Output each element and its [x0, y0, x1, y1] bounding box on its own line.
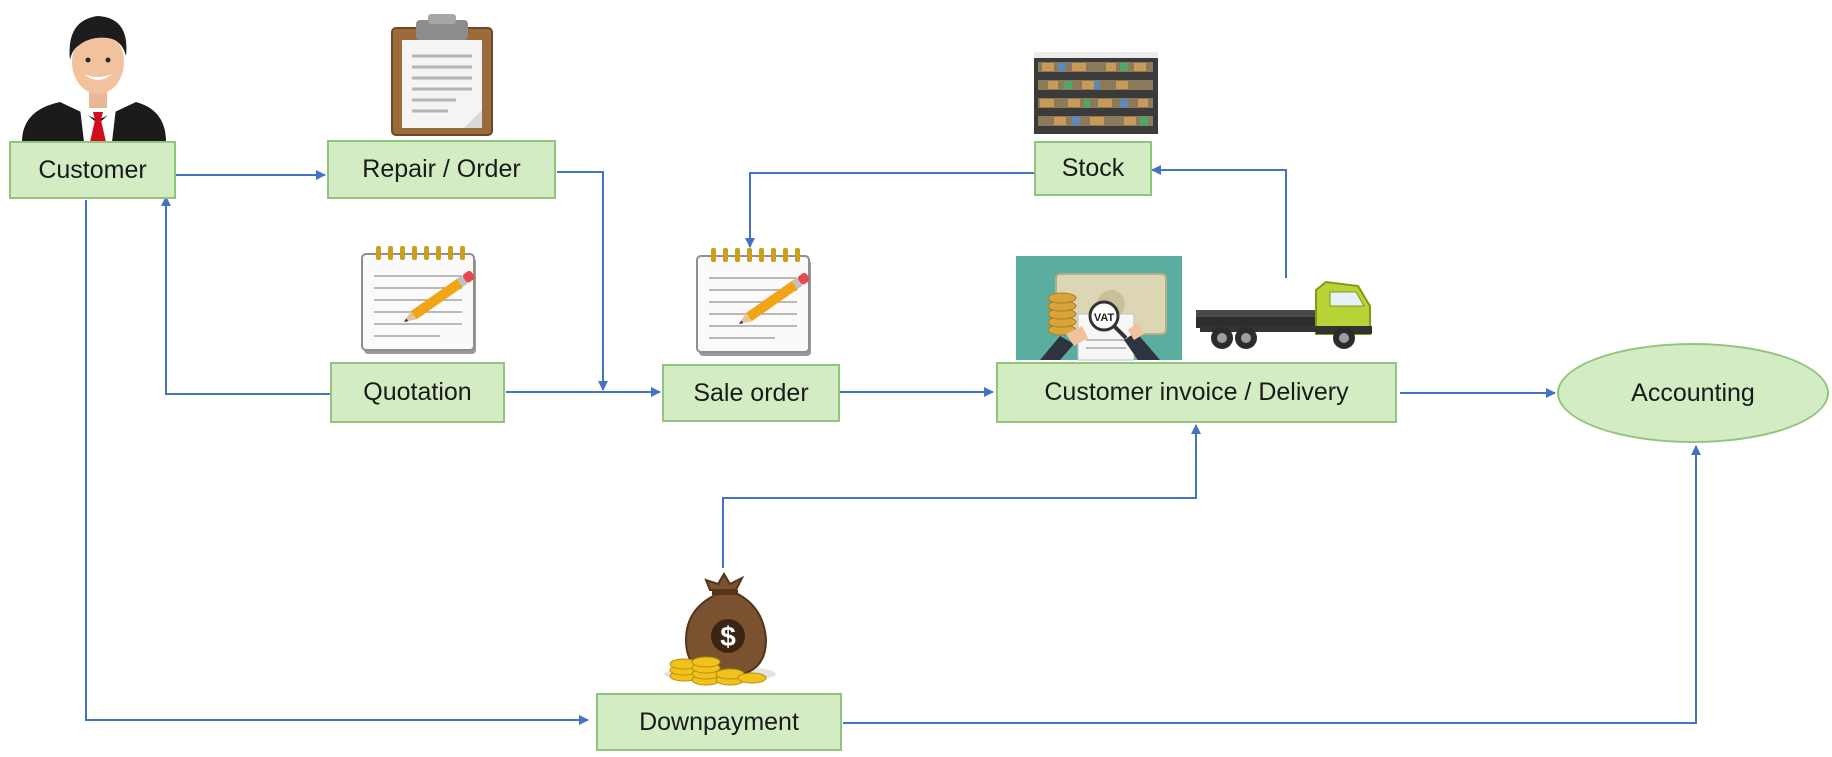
node-customer-invoice-delivery: Customer invoice / Delivery	[996, 362, 1397, 423]
arrow-customer-to-downpayment	[85, 200, 589, 725]
node-customer: Customer	[9, 141, 176, 199]
vat-invoice-icon: VAT	[1016, 256, 1182, 361]
node-repair-order: Repair / Order	[327, 140, 556, 199]
svg-text:$: $	[720, 621, 736, 652]
arrow-downpayment-to-invoice	[722, 424, 1201, 568]
svg-text:VAT: VAT	[1094, 312, 1115, 324]
arrow-delivery-to-stock	[1151, 165, 1287, 278]
node-stock: Stock	[1034, 141, 1152, 196]
warehouse-shelves-photo	[1034, 52, 1158, 134]
node-accounting: Accounting	[1557, 343, 1829, 443]
arrow-repair-to-saleorder	[557, 171, 608, 391]
delivery-truck-icon	[1196, 280, 1372, 349]
money-bag-icon: $	[664, 572, 776, 686]
node-sale-order: Sale order	[662, 364, 840, 422]
notepad-pencil-icon	[361, 246, 476, 354]
arrow-downpayment-to-accounting	[843, 445, 1701, 724]
businessman-icon	[22, 16, 166, 142]
arrow-stock-to-saleorder	[745, 172, 1034, 248]
clipboard-icon	[391, 14, 493, 136]
notepad-pencil-icon	[696, 248, 811, 356]
node-quotation: Quotation	[330, 362, 505, 423]
node-downpayment: Downpayment	[596, 693, 842, 751]
arrow-quotation-to-customer	[161, 196, 330, 395]
